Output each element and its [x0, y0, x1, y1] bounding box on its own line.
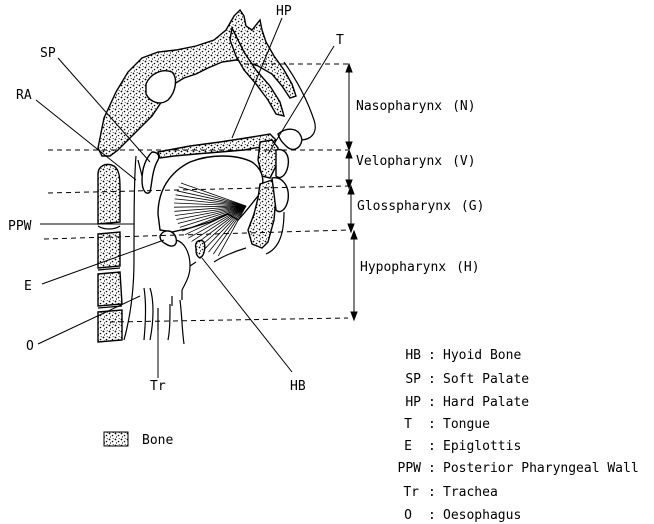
legend-item: HB : Hyoid Bone — [405, 348, 521, 363]
region-glosspharynx: Glosspharynx(G) — [357, 199, 484, 214]
label-tr: Tr — [150, 379, 166, 394]
svg-text:Posterior Pharyngeal Wall: Posterior Pharyngeal Wall — [443, 461, 639, 476]
svg-text::: : — [428, 417, 436, 432]
svg-text:T: T — [404, 417, 412, 432]
svg-text::: : — [428, 395, 436, 410]
svg-text:HP: HP — [405, 395, 421, 410]
svg-text:O: O — [404, 508, 412, 523]
label-e: E — [24, 279, 32, 294]
svg-text:Tr: Tr — [403, 485, 419, 500]
bone-swatch — [104, 432, 128, 446]
svg-text:Hyoid Bone: Hyoid Bone — [443, 348, 521, 363]
region-nasopharynx: Nasopharynx(N) — [356, 99, 476, 114]
larynx — [160, 231, 205, 306]
svg-text:Epiglottis: Epiglottis — [443, 439, 521, 454]
svg-text::: : — [428, 485, 436, 500]
svg-text:Hard Palate: Hard Palate — [443, 395, 529, 410]
legend-item: O : Oesophagus — [404, 508, 521, 523]
legend-item: T : Tongue — [404, 417, 490, 432]
label-o: O — [26, 339, 34, 354]
region-hypopharynx: Hypopharynx(H) — [360, 260, 480, 275]
svg-text:Soft Palate: Soft Palate — [443, 372, 529, 387]
svg-text::: : — [428, 439, 436, 454]
svg-text::: : — [428, 372, 436, 387]
label-sp: SP — [40, 46, 56, 61]
legend-item: HP : Hard Palate — [405, 395, 529, 410]
svg-text:SP: SP — [405, 372, 421, 387]
legend-item: E : Epiglottis — [404, 439, 521, 454]
label-ppw: PPW — [8, 219, 32, 234]
bone-legend-label: Bone — [142, 433, 173, 448]
label-ra: RA — [16, 88, 32, 103]
abbreviation-legend: HB : Hyoid Bone SP : Soft Palate HP : Ha… — [398, 348, 639, 523]
label-hb: HB — [290, 379, 306, 394]
svg-text:E: E — [404, 439, 412, 454]
neck-tubes — [144, 288, 184, 344]
svg-text:Oesophagus: Oesophagus — [443, 508, 521, 523]
legend-item: PPW : Posterior Pharyngeal Wall — [398, 461, 639, 476]
posterior-pharyngeal-wall — [124, 156, 136, 340]
svg-text:Trachea: Trachea — [443, 485, 498, 500]
soft-palate — [142, 152, 159, 193]
svg-text:HB: HB — [405, 348, 421, 363]
svg-text:Tongue: Tongue — [443, 417, 490, 432]
region-velopharynx: Velopharynx(V) — [356, 154, 476, 169]
svg-text::: : — [428, 348, 436, 363]
label-t: T — [336, 33, 344, 48]
svg-text::: : — [428, 508, 436, 523]
pharyngeal-fold — [138, 160, 142, 176]
svg-text:PPW: PPW — [398, 461, 422, 476]
svg-text::: : — [428, 461, 436, 476]
legend-item: Tr : Trachea — [403, 485, 497, 500]
bone-legend: Bone — [104, 432, 173, 448]
region-labels: Nasopharynx(N) Velopharynx(V) Glossphary… — [356, 99, 484, 275]
legend-item: SP : Soft Palate — [405, 372, 529, 387]
nose-outline — [284, 62, 315, 140]
cervical-spine — [98, 164, 122, 342]
label-hp: HP — [276, 4, 292, 19]
